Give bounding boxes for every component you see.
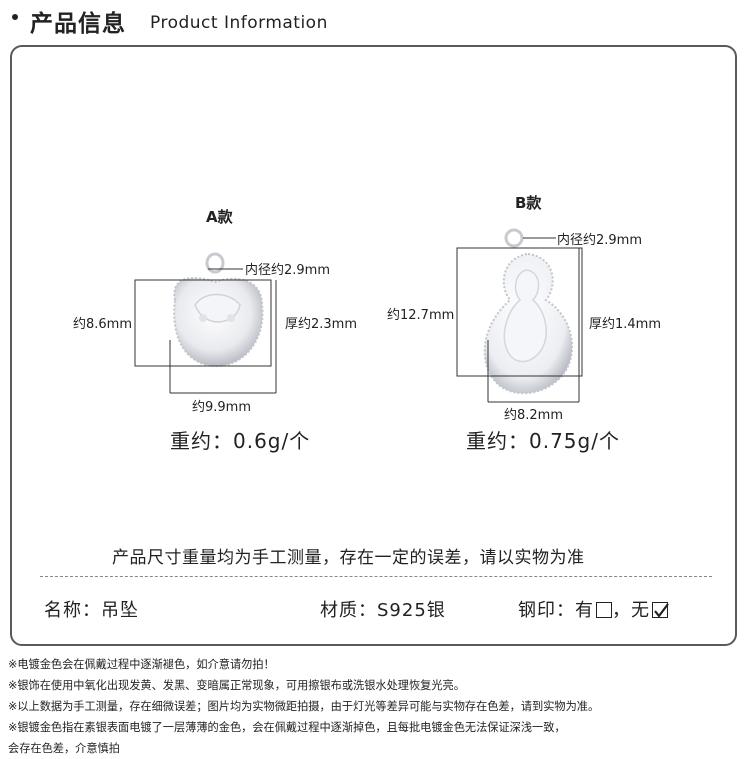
variant-a-inner-diameter: 内径约2.9mm: [245, 263, 331, 278]
note-item: ※电镀金色会在佩戴过程中逐渐褪色，如介意请勿拍！: [8, 658, 275, 671]
variant-b-width: 约8.2mm: [504, 408, 564, 423]
stamp-label: 钢印：有: [518, 600, 594, 621]
stamp-yes-checkbox: [596, 602, 612, 618]
variant-b-height: 约12.7mm: [387, 308, 455, 323]
stamp-info: 钢印：有 ，无: [518, 596, 669, 622]
note-item: ※银饰在使用中氧化出现发黄、发黑、变暗属正常现象，可用擦银布或洗银水处理恢复光亮…: [8, 679, 465, 692]
variant-b-weight: 重约：0.75g/个: [466, 429, 620, 453]
variant-a-weight: 重约：0.6g/个: [170, 429, 311, 453]
product-info-card: [10, 45, 737, 646]
pendant-a-image: [173, 252, 264, 368]
stamp-separator: ，无: [612, 600, 650, 621]
stamp-no-checkbox-checked: [652, 602, 669, 618]
variant-b-thickness: 厚约1.4mm: [589, 317, 662, 332]
variant-a-width: 约9.9mm: [192, 400, 252, 415]
variant-a-label: A款: [206, 208, 233, 226]
section-header: 产品信息 Product Information: [0, 0, 750, 44]
note-item: ※以上数据为手工测量，存在细微误差；图片均为实物微距拍摄，由于灯光等差异可能与实…: [8, 700, 600, 713]
section-title: 产品信息: [30, 11, 126, 37]
variant-b-inner-diameter: 内径约2.9mm: [557, 233, 643, 248]
product-name: 名称：吊坠: [44, 600, 139, 621]
note-item: 会存在色差，介意慎拍: [8, 742, 120, 755]
dashed-divider: [40, 576, 712, 577]
variant-a-height: 约8.6mm: [73, 317, 133, 332]
pendant-a-dimension-lines: [134, 268, 277, 394]
measurement-note: 产品尺寸重量均为手工测量，存在一定的误差，请以实物为准: [112, 548, 585, 568]
product-material: 材质：S925银: [320, 600, 446, 621]
header-bullet: [12, 14, 18, 20]
pendant-b-image: [483, 228, 573, 395]
section-subtitle: Product Information: [150, 13, 328, 33]
notes-list: ※电镀金色会在佩戴过程中逐渐褪色，如介意请勿拍！ ※银饰在使用中氧化出现发黄、发…: [8, 654, 599, 759]
note-item: ※银镀金色指在素银表面电镀了一层薄薄的金色，会在佩戴过程中逐渐掉色，且每批电镀金…: [8, 721, 566, 734]
pendant-b-dimension-lines: [456, 237, 583, 403]
variant-b-label: B款: [515, 194, 542, 212]
variant-a-thickness: 厚约2.3mm: [285, 317, 358, 332]
check-icon: [654, 603, 669, 618]
